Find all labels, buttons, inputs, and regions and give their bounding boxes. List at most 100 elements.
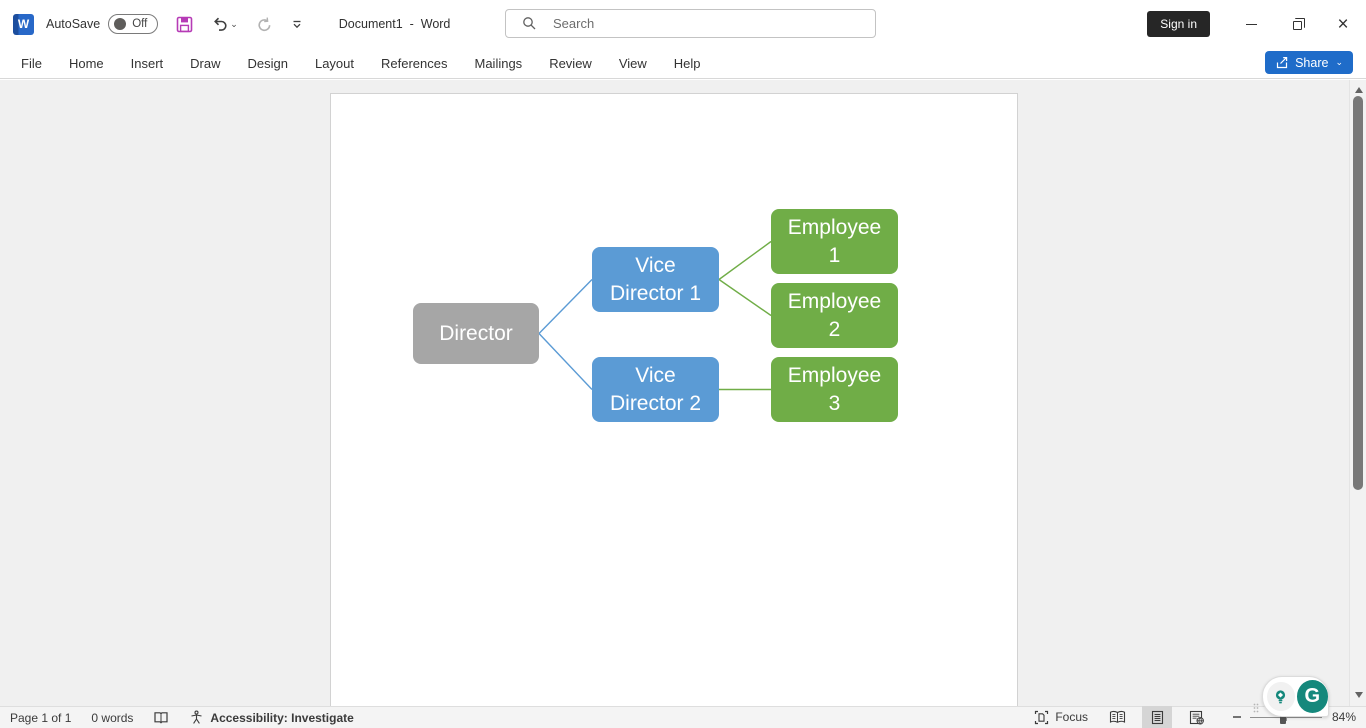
vertical-scrollbar[interactable]: [1349, 80, 1366, 706]
close-icon: ×: [1337, 13, 1349, 35]
save-button[interactable]: [174, 14, 195, 35]
tab-draw[interactable]: Draw: [190, 55, 221, 71]
close-button[interactable]: ×: [1320, 0, 1366, 48]
node-label-line: Director: [439, 321, 513, 345]
customize-quick-access-toolbar-button[interactable]: [289, 16, 305, 32]
accessibility-label: Accessibility: Investigate: [210, 710, 354, 725]
word-count-status[interactable]: 0 words: [91, 711, 133, 725]
tab-home[interactable]: Home: [68, 55, 104, 71]
grammarly-logo-icon: G: [1296, 680, 1328, 713]
node-label-line: Employee: [787, 363, 882, 387]
minimize-icon: [1245, 23, 1257, 25]
tab-review[interactable]: Review: [549, 55, 592, 71]
web-layout-button[interactable]: [1182, 706, 1212, 728]
zoom-slider-center-tick: [1286, 713, 1287, 721]
zoom-slider-handle[interactable]: [1280, 710, 1286, 724]
org-chart-node-employee-3[interactable]: Employee 3: [771, 357, 898, 422]
print-layout-icon: [1151, 710, 1163, 724]
sign-in-button[interactable]: Sign in: [1147, 11, 1210, 37]
org-chart-node-employee-2[interactable]: Employee 2: [771, 283, 898, 348]
tab-view[interactable]: View: [618, 55, 647, 71]
redo-icon: [258, 17, 271, 31]
tab-help[interactable]: Help: [673, 55, 701, 71]
word-count-label: 0 words: [91, 710, 134, 725]
undo-icon: [214, 17, 227, 31]
share-dropdown-chevron-icon: ⌄: [1335, 57, 1343, 67]
minus-icon: [1233, 716, 1241, 718]
page-number-status[interactable]: Page 1 of 1: [10, 711, 71, 725]
ribbon-tabs: File Home Insert Draw Design Layout References…: [0, 54, 701, 73]
autosave-toggle[interactable]: Off: [108, 14, 159, 34]
node-label-line: 1: [828, 243, 841, 267]
node-label-line: Vice: [635, 363, 676, 387]
undo-button[interactable]: ⌄: [209, 14, 240, 35]
focus-label: Focus: [1055, 710, 1088, 724]
restore-icon: [1292, 17, 1305, 30]
scrollbar-thumb[interactable]: [1353, 96, 1363, 490]
node-label-line: Director 2: [609, 391, 702, 415]
zoom-slider[interactable]: [1250, 706, 1322, 728]
org-chart-node-director[interactable]: Director: [413, 303, 539, 364]
node-label-line: Employee: [787, 289, 882, 313]
print-layout-button[interactable]: [1142, 706, 1172, 728]
connector-director-to-vice-director-1: [538, 279, 593, 334]
zoom-out-button[interactable]: [1228, 706, 1246, 728]
autosave-control: AutoSave Off: [46, 14, 159, 34]
quick-access-toolbar: ⌄: [174, 14, 305, 35]
tab-file[interactable]: File: [21, 55, 42, 71]
focus-icon: [1035, 710, 1049, 724]
grammarly-suggestion-bubble[interactable]: [1267, 682, 1295, 711]
grammarly-widget[interactable]: G: [1253, 676, 1329, 717]
status-bar: Page 1 of 1 0 words Accessibility: Inves…: [0, 706, 1366, 728]
tab-insert[interactable]: Insert: [130, 55, 164, 71]
read-mode-icon: [1109, 710, 1125, 723]
node-label-line: 2: [828, 317, 841, 341]
zoom-percent[interactable]: 84%: [1331, 710, 1356, 724]
read-mode-button[interactable]: [1102, 706, 1132, 728]
share-button[interactable]: Share ⌄: [1265, 51, 1353, 74]
ribbon-tab-bar: File Home Insert Draw Design Layout References…: [0, 48, 1366, 79]
document-title: Document1 - Word: [338, 17, 451, 31]
scroll-down-button[interactable]: [1350, 687, 1366, 702]
proofing-book-icon: [154, 712, 169, 724]
connector-director-to-vice-director-2: [538, 333, 593, 390]
search-icon: [523, 17, 536, 30]
autosave-state: Off: [132, 18, 148, 30]
grammarly-drag-handle-icon[interactable]: [1252, 702, 1260, 714]
scroll-up-icon: [1354, 86, 1363, 93]
tab-design[interactable]: Design: [247, 55, 288, 71]
connector-vice-director-1-to-employee-1: [718, 240, 772, 281]
page-number-label: Page 1 of 1: [10, 710, 72, 725]
node-label-line: Director 1: [609, 281, 702, 305]
accessibility-status-button[interactable]: Accessibility: Investigate: [189, 710, 354, 725]
connector-vice-director-1-to-employee-2: [718, 278, 772, 317]
minimize-button[interactable]: [1228, 0, 1274, 48]
share-label: Share: [1295, 55, 1329, 70]
title-bar: W AutoSave Off: [0, 0, 1366, 48]
focus-mode-button[interactable]: Focus: [1034, 710, 1088, 725]
toggle-knob-icon: [114, 18, 127, 30]
save-icon: [176, 16, 193, 32]
undo-dropdown-chevron-icon: ⌄: [230, 18, 238, 29]
tab-mailings[interactable]: Mailings: [474, 55, 523, 71]
restore-button[interactable]: [1274, 0, 1320, 48]
share-icon: [1276, 57, 1288, 69]
proofing-status-button[interactable]: [153, 710, 169, 725]
word-app-icon[interactable]: W: [13, 13, 34, 35]
tab-references[interactable]: References: [381, 55, 448, 71]
node-label-line: Vice: [635, 253, 676, 277]
tab-layout[interactable]: Layout: [314, 55, 355, 71]
autosave-label: AutoSave: [46, 17, 101, 31]
scroll-down-icon: [1354, 691, 1363, 698]
redo-button[interactable]: [254, 14, 275, 35]
scroll-up-button[interactable]: [1350, 82, 1366, 97]
search-input[interactable]: Search: [505, 9, 876, 38]
node-label-line: 3: [828, 391, 841, 415]
web-layout-icon: [1189, 710, 1204, 725]
